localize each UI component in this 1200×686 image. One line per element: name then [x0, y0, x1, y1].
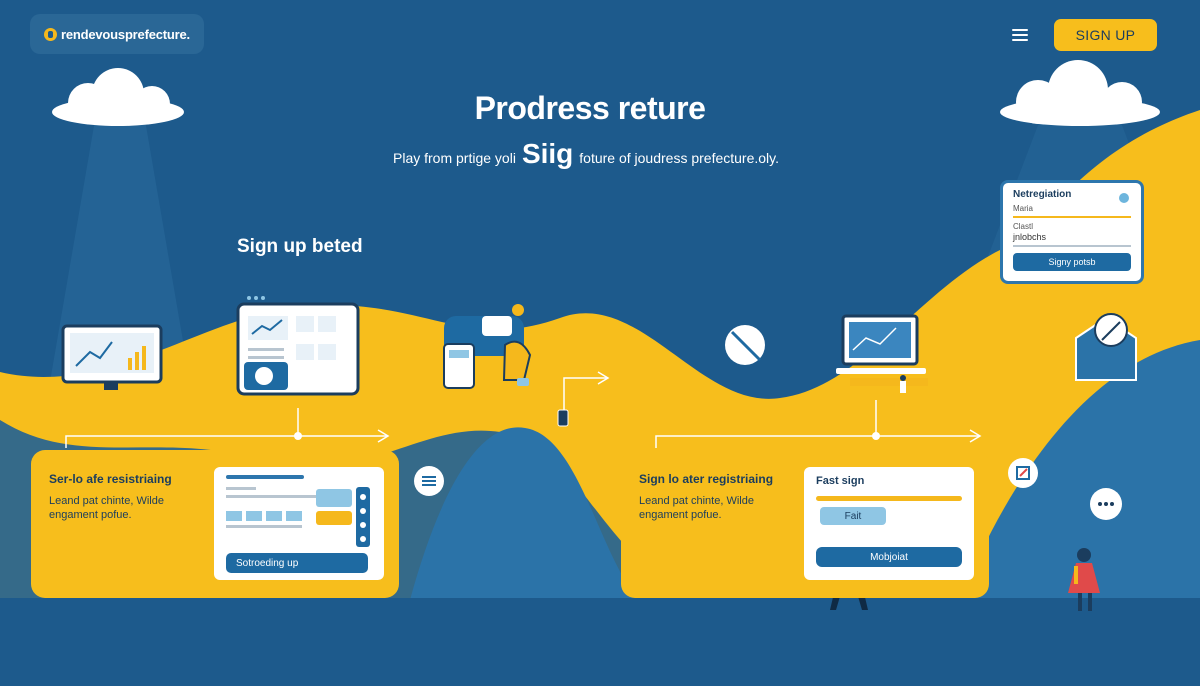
step-2-mock-title: Fast sign — [816, 475, 865, 487]
chart-monitor-icon — [61, 324, 163, 390]
step-2-mock-chip[interactable]: Fait — [820, 507, 886, 525]
step-1-title: Ser-lo afe resistriaing — [49, 472, 172, 486]
cloud-right-icon — [1000, 60, 1160, 126]
step-2-title: Sign lo ater registriaing — [639, 472, 774, 486]
registration-form-card: Netregiation Maria Clastl jnlobchs Signy… — [1000, 180, 1144, 284]
logo-mark-icon — [44, 27, 57, 41]
logo[interactable]: rendevousprefecture. — [30, 14, 204, 54]
step-1-description: Leand pat chinte, Wilde engament pofue. — [49, 495, 164, 522]
step-1-mock-button[interactable]: Sotroeding up — [226, 553, 368, 573]
page-title: Prodress reture — [474, 90, 706, 126]
hamburger-menu-icon[interactable] — [1010, 26, 1030, 42]
dashboard-mockup-graphic — [226, 487, 370, 547]
step-1-dashboard-mockup: Sotroeding up — [214, 467, 384, 580]
cloud-left-icon — [52, 68, 184, 126]
step-2-form-mockup: Fast sign Fait Mobjoiat — [804, 467, 974, 580]
step-2-description: Leand pat chinte, Wilde engament pofue. — [639, 495, 754, 522]
laptop-icon — [836, 314, 928, 386]
registration-submit-button[interactable]: Signy potsb — [1013, 253, 1131, 271]
second-input-line — [1013, 245, 1131, 247]
hero-subtitle-left: Play from prtige yoli — [393, 150, 516, 166]
second-field-value[interactable]: jnlobchs — [1013, 232, 1047, 242]
info-dot-icon — [1119, 193, 1129, 203]
field-label-second: Clastl — [1013, 222, 1034, 231]
edit-bubble[interactable] — [1008, 458, 1038, 488]
small-person-illustration — [900, 375, 906, 393]
hero-subtitle: Play from prtige yoli Siig foture of jou… — [393, 138, 779, 170]
field-label-name: Maria — [1013, 204, 1034, 213]
envelope-icon — [1075, 313, 1137, 381]
edit-icon — [1016, 466, 1030, 480]
hero-subtitle-emphasis: Siig — [521, 138, 574, 169]
chat-bubble-left[interactable] — [414, 466, 444, 496]
step-card-2: Sign lo ater registriaing Leand pat chin… — [621, 450, 989, 598]
step-2-mock-button[interactable]: Mobjoiat — [816, 547, 962, 567]
ellipsis-icon — [1098, 502, 1114, 506]
step-card-1: Ser-lo afe resistriaing Leand pat chinte… — [31, 450, 399, 598]
name-input-line[interactable] — [1013, 216, 1131, 218]
blue-hill-center — [410, 427, 640, 600]
section-heading: Sign up beted — [237, 236, 363, 257]
logo-text: rendevousprefecture. — [61, 26, 190, 42]
dashboard-window-icon — [236, 296, 360, 396]
ground — [0, 598, 1200, 686]
clock-icon — [725, 325, 765, 365]
chat-bubble-right[interactable] — [1090, 488, 1122, 520]
hero-subtitle-right: foture of joudress prefecture.oly. — [579, 150, 780, 166]
person-red-dress-illustration — [1068, 548, 1100, 611]
lines-icon — [422, 476, 436, 486]
calculator-hand-icon — [443, 304, 532, 389]
registration-form-title: Netregiation — [1013, 189, 1072, 200]
sign-up-button[interactable]: SIGN UP — [1054, 19, 1157, 51]
blue-hill-right — [960, 340, 1200, 600]
